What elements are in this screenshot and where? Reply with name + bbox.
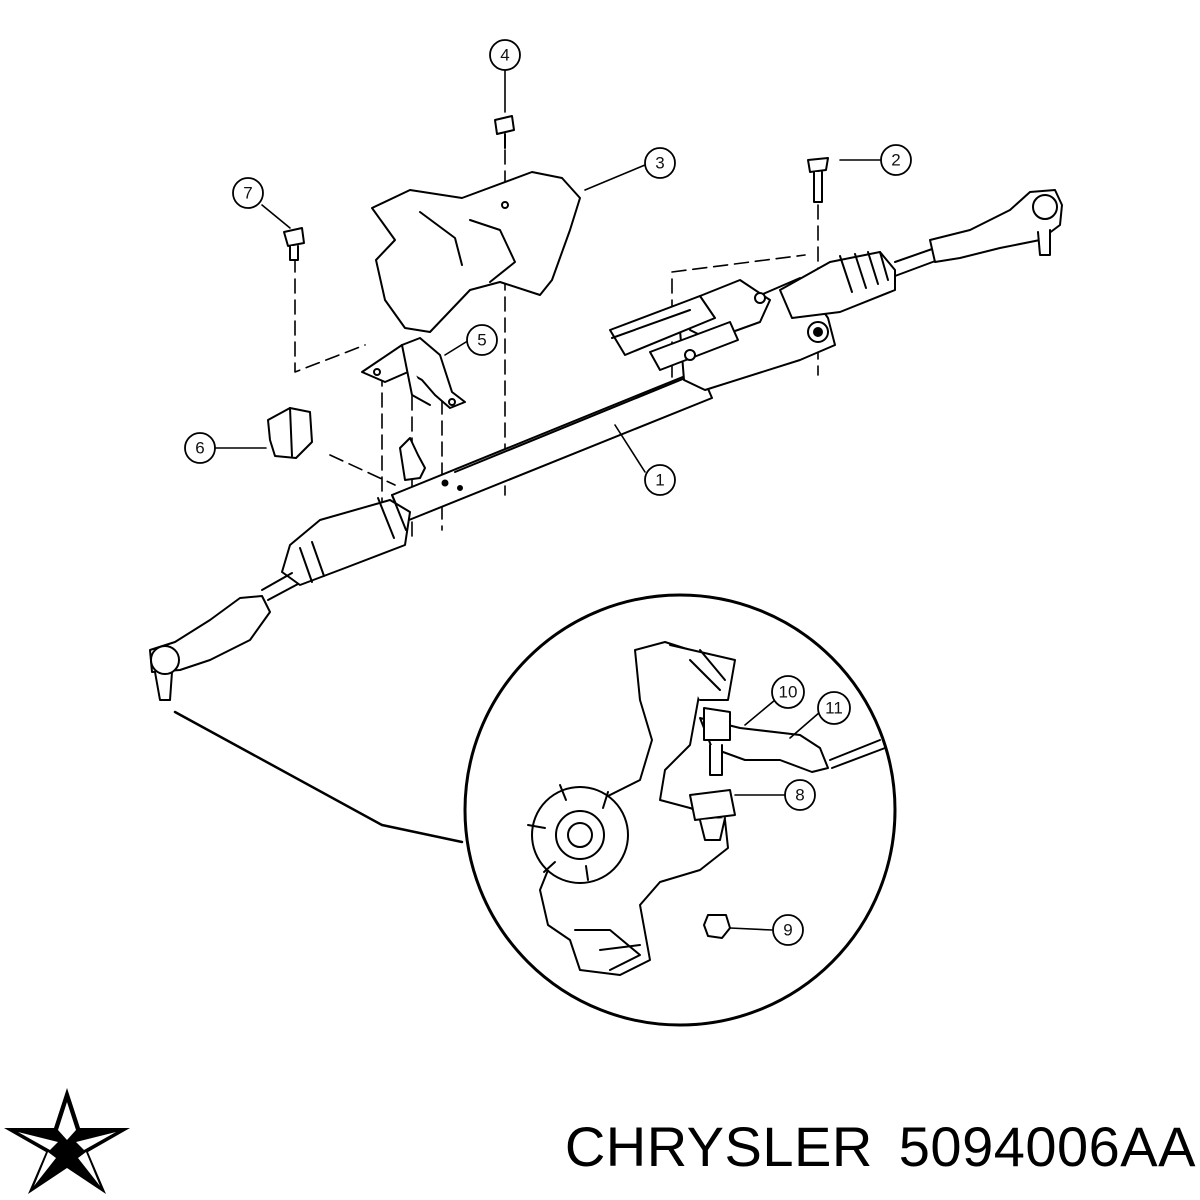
mount-bolt-right — [807, 321, 829, 343]
right-tie-rod-end — [929, 189, 1063, 263]
heat-shield — [371, 171, 581, 333]
svg-text:7: 7 — [243, 184, 252, 203]
svg-text:1: 1 — [655, 471, 664, 490]
svg-text:2: 2 — [891, 151, 900, 170]
detail-leader-line — [173, 710, 464, 844]
wheel-hub — [527, 784, 629, 884]
steering-knuckle — [539, 641, 736, 976]
bleeder-tube — [399, 437, 426, 481]
svg-text:8: 8 — [795, 786, 804, 805]
svg-text:11: 11 — [825, 699, 843, 718]
tie-rod-end-detail — [699, 707, 886, 776]
bolt-4 — [494, 115, 515, 149]
left-boot — [261, 494, 411, 601]
callout-5: 5 — [466, 324, 498, 356]
callout-7: 7 — [232, 177, 264, 209]
callout-1: 1 — [644, 464, 676, 496]
left-tie-rod-end — [149, 595, 271, 701]
svg-text:10: 10 — [779, 683, 798, 702]
callout-8: 8 — [784, 779, 816, 811]
tie-rod-cone-seal — [689, 789, 736, 841]
detail-circle — [463, 593, 897, 1027]
callout-2: 2 — [880, 144, 912, 176]
svg-text:9: 9 — [783, 921, 792, 940]
callout-10: 10 — [771, 675, 805, 709]
part-number: 5094006AA — [898, 1114, 1196, 1178]
right-boot — [779, 247, 939, 319]
rack-bushing — [267, 407, 313, 459]
callout-11: 11 — [817, 691, 851, 725]
tie-rod-nut — [703, 914, 731, 939]
part-caption: CHRYSLER 5094006AA — [486, 1104, 1196, 1188]
pentastar-icon — [4, 1088, 130, 1194]
callout-4: 4 — [489, 39, 521, 71]
callout-9: 9 — [772, 914, 804, 946]
callout-leaders — [214, 69, 881, 931]
svg-text:3: 3 — [655, 154, 664, 173]
brand-name: CHRYSLER — [564, 1114, 873, 1178]
callout-3: 3 — [644, 147, 676, 179]
svg-text:4: 4 — [500, 46, 509, 65]
bolt-7 — [283, 227, 305, 261]
callout-6: 6 — [184, 432, 216, 464]
bolt-2 — [807, 157, 829, 203]
svg-text:6: 6 — [195, 439, 204, 458]
svg-text:5: 5 — [477, 331, 486, 350]
clamp-bracket — [361, 337, 466, 409]
